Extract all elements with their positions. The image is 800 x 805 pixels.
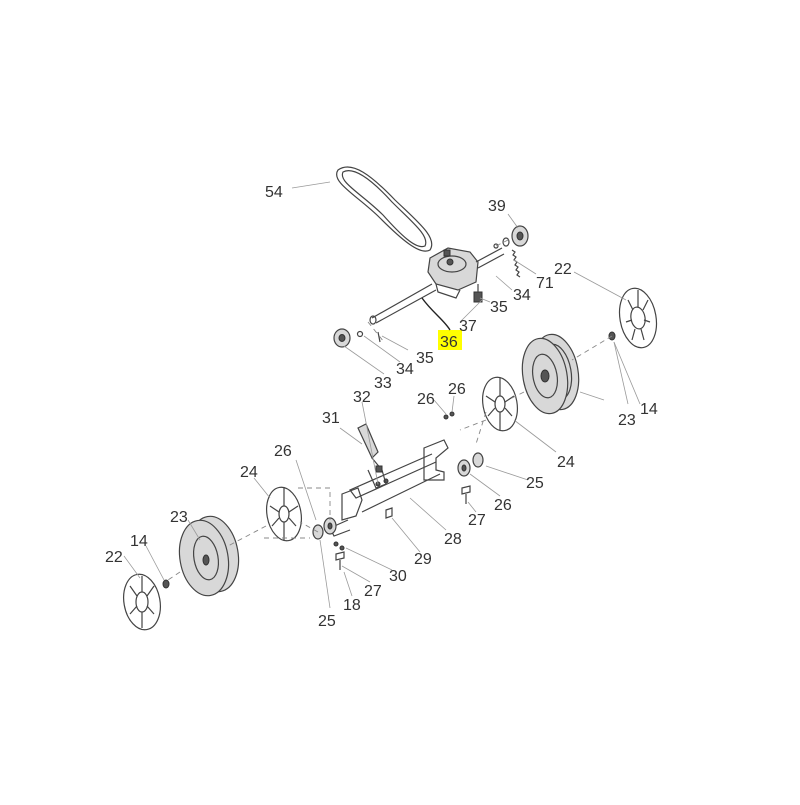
- callout-23: 23: [170, 509, 188, 526]
- callout-26: 26: [417, 391, 435, 408]
- callout-37: 37: [459, 318, 477, 335]
- callout-36: 36: [440, 334, 458, 351]
- callout-27: 27: [468, 512, 486, 529]
- axle-bushing-left: [312, 517, 345, 551]
- callout-39: 39: [488, 198, 506, 215]
- callout-18: 18: [343, 597, 361, 614]
- gear-wheel-left: [266, 486, 302, 542]
- callout-71: 71: [536, 275, 554, 292]
- callout-14: 14: [640, 401, 658, 418]
- height-lever: [357, 423, 387, 489]
- callout-25: 25: [318, 613, 336, 630]
- screw-right: [461, 485, 471, 504]
- callout-30: 30: [389, 568, 407, 585]
- callout-35: 35: [416, 350, 434, 367]
- callout-33: 33: [374, 375, 392, 392]
- spring: [511, 249, 521, 278]
- axle-bushing-right: [457, 452, 484, 477]
- callout-34: 34: [513, 287, 531, 304]
- callout-22: 22: [554, 261, 572, 278]
- wheel-left-tire: [178, 515, 240, 597]
- drive-shaft-right: [475, 243, 505, 269]
- drive-shaft: [369, 283, 437, 325]
- callout-25: 25: [526, 475, 544, 492]
- callout-24: 24: [557, 454, 575, 471]
- callout-28: 28: [444, 531, 462, 548]
- callout-34: 34: [396, 361, 414, 378]
- callout-27: 27: [364, 583, 382, 600]
- callout-labels: 54 39 22 71 34 35 37 36 35 34 33 32 26 2…: [105, 184, 658, 630]
- drive-belt: [336, 166, 433, 252]
- screw-left: [335, 551, 345, 570]
- gearbox: [427, 247, 479, 299]
- leader-lines: [123, 181, 641, 609]
- callout-29: 29: [414, 551, 432, 568]
- wheel-right-tire: [521, 333, 580, 415]
- callout-54: 54: [265, 184, 283, 201]
- pinion-left: [333, 328, 381, 348]
- height-adjust-frame: [329, 411, 455, 537]
- callout-14: 14: [130, 533, 148, 550]
- callout-32: 32: [353, 389, 371, 406]
- callout-23: 23: [618, 412, 636, 429]
- wheel-left-hubcap: [123, 573, 170, 631]
- callout-26: 26: [448, 381, 466, 398]
- assembly-axes: [167, 237, 613, 581]
- callout-31: 31: [322, 410, 340, 427]
- callout-22: 22: [105, 549, 123, 566]
- callout-24: 24: [240, 464, 258, 481]
- pinion-right: [502, 225, 529, 247]
- cable-fitting: [473, 284, 483, 303]
- highlight-36: [421, 297, 462, 350]
- callout-35: 35: [490, 299, 508, 316]
- clip-29: [385, 507, 393, 519]
- callout-26: 26: [494, 497, 512, 514]
- gear-wheel-right: [482, 376, 518, 432]
- callout-26: 26: [274, 443, 292, 460]
